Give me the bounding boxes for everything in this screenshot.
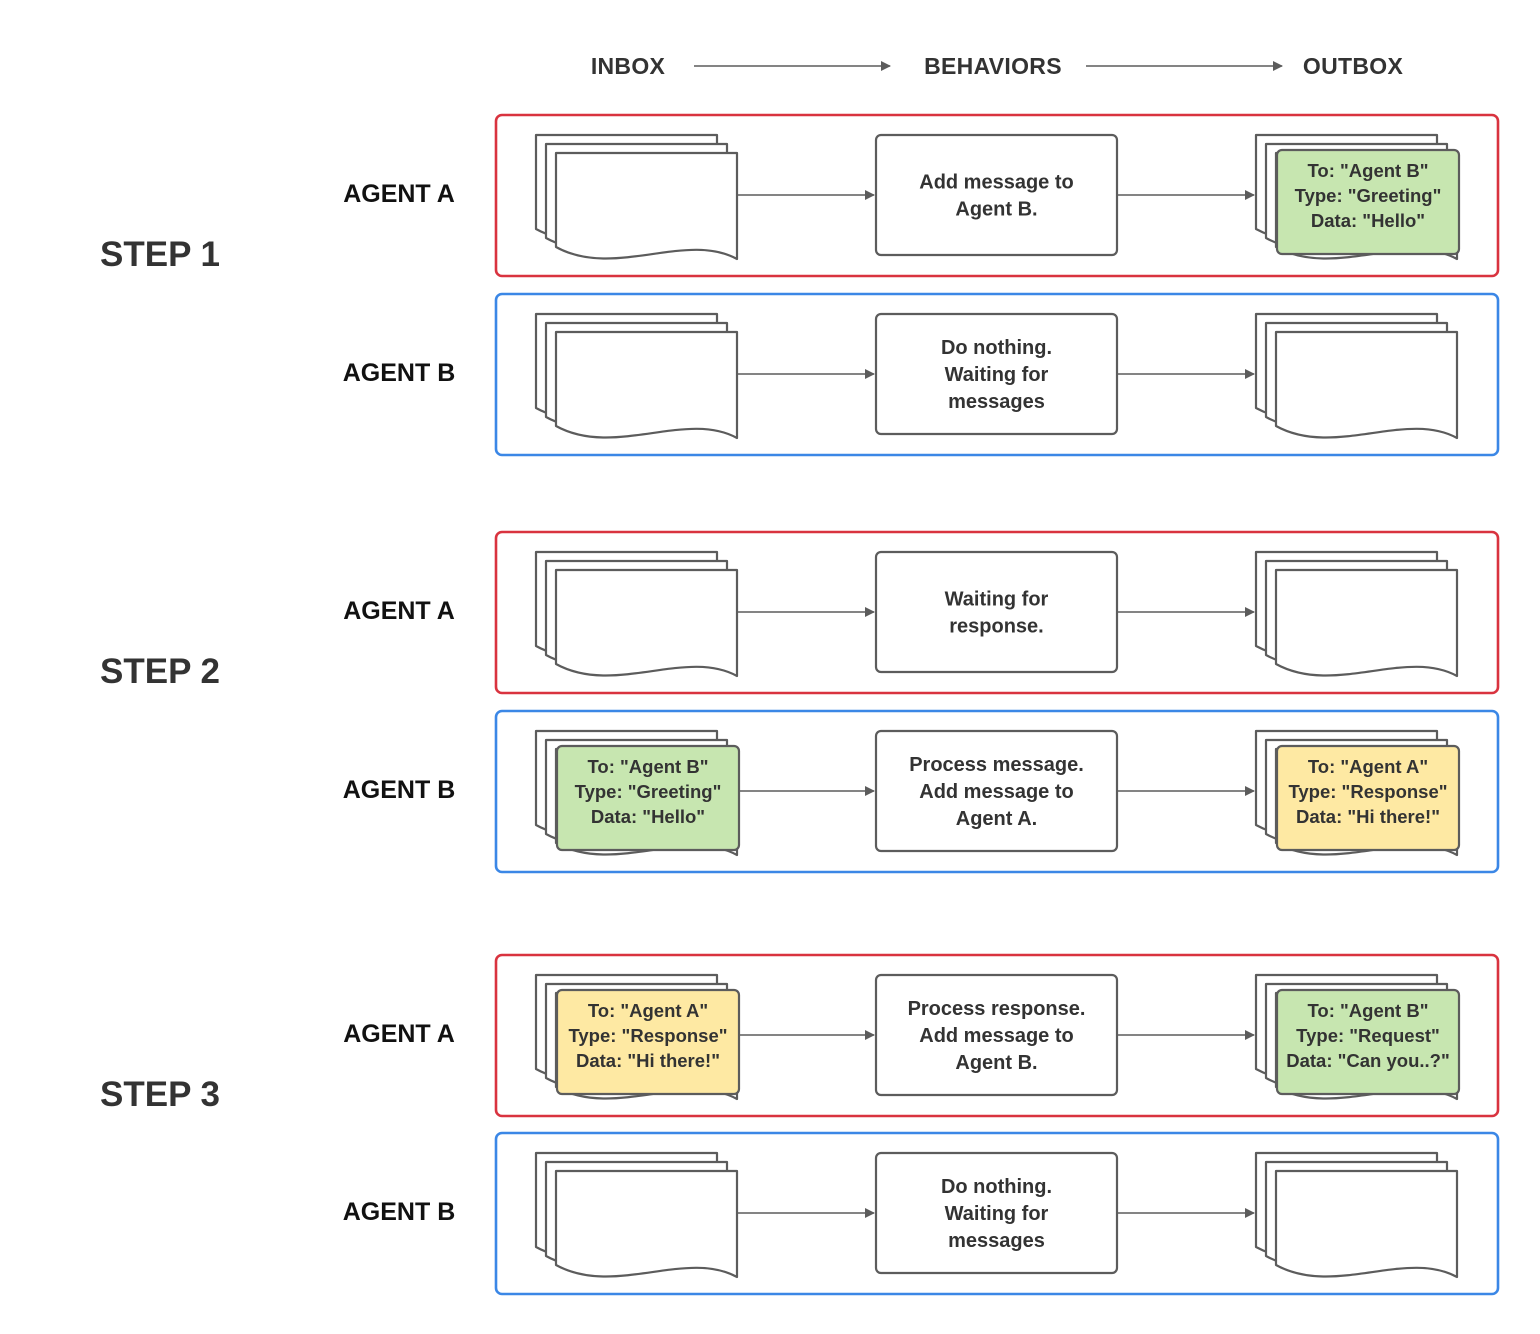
behavior-line: Process response.	[908, 998, 1086, 1020]
behavior-box	[874, 133, 1119, 257]
diagram-rows: STEP 1 AGENT A Add message to Agent B. To: "…	[100, 113, 1500, 1296]
message-line: Data: "Can you..?"	[1286, 1050, 1450, 1071]
outbox-header: OUTBOX	[1303, 53, 1404, 79]
message-line: Type: "Response"	[568, 1025, 727, 1046]
behavior-line: Process message.	[909, 754, 1084, 776]
inbox-stack: To: "Agent B" Type: "Greeting" Data: "Hell…	[534, 729, 741, 857]
inbox-stack: To: "Agent A" Type: "Response" Data: "Hi t…	[534, 973, 741, 1101]
outbox-stack-page	[1274, 568, 1459, 678]
agent-frame	[494, 1131, 1500, 1296]
agent-frame	[494, 953, 1500, 1118]
behavior-line: Do nothing.	[941, 337, 1052, 359]
behavior-line: messages	[948, 1230, 1045, 1252]
outbox-stack: To: "Agent B" Type: "Greeting" Data: "Hell…	[1254, 133, 1461, 261]
behavior-line: messages	[948, 391, 1045, 413]
inbox-stack	[534, 312, 739, 440]
agent-frame	[494, 292, 1500, 457]
behavior-box	[874, 550, 1119, 674]
behavior-line: Waiting for	[945, 364, 1049, 386]
message-card	[555, 744, 741, 852]
message-line: To: "Agent A"	[588, 1000, 708, 1021]
outbox-stack	[1254, 550, 1459, 678]
outbox-stack	[1254, 1151, 1459, 1279]
message-line: To: "Agent B"	[588, 756, 709, 777]
message-line: To: "Agent A"	[1308, 756, 1428, 777]
outbox-stack	[1254, 312, 1459, 440]
agent-frame	[494, 530, 1500, 695]
behaviors-header: BEHAVIORS	[924, 53, 1062, 79]
message-line: Data: "Hello"	[1311, 210, 1425, 231]
inbox-stack	[534, 550, 739, 678]
outbox-stack-page	[1274, 1169, 1459, 1279]
behavior-line: Waiting for	[945, 1203, 1049, 1225]
message-line: Data: "Hello"	[591, 806, 705, 827]
message-card	[1275, 744, 1461, 852]
message-line: Type: "Greeting"	[1295, 185, 1442, 206]
message-line: Type: "Response"	[1288, 781, 1447, 802]
behavior-line: Agent B.	[955, 199, 1037, 221]
message-line: To: "Agent B"	[1308, 160, 1429, 181]
agent-label: AGENT A	[343, 597, 455, 625]
agent-label: AGENT B	[343, 359, 456, 387]
agent-label: AGENT A	[343, 180, 455, 208]
agent-frame	[494, 709, 1500, 874]
inbox-stack-page	[554, 1169, 739, 1279]
inbox-stack-page	[554, 568, 739, 678]
message-line: To: "Agent B"	[1308, 1000, 1429, 1021]
agent-label: AGENT B	[343, 1198, 456, 1226]
message-line: Data: "Hi there!"	[576, 1050, 720, 1071]
behavior-line: Waiting for	[945, 589, 1049, 611]
behavior-line: Add message to	[919, 172, 1073, 194]
inbox-stack-page	[554, 151, 739, 261]
behavior-line: Add message to	[919, 781, 1073, 803]
behavior-line: response.	[949, 616, 1043, 638]
message-card	[1275, 148, 1461, 256]
outbox-stack-page	[1274, 330, 1459, 440]
agent-label: AGENT B	[343, 776, 456, 804]
outbox-stack: To: "Agent B" Type: "Request" Data: "Can y…	[1254, 973, 1461, 1101]
message-line: Type: "Request"	[1296, 1025, 1440, 1046]
inbox-stack	[534, 1151, 739, 1279]
step-label: STEP 1	[100, 235, 220, 274]
message-line: Data: "Hi there!"	[1296, 806, 1440, 827]
behavior-line: Agent B.	[955, 1052, 1037, 1074]
agent-frame	[494, 113, 1500, 278]
message-card	[555, 988, 741, 1096]
inbox-header: INBOX	[591, 53, 666, 79]
outbox-stack: To: "Agent A" Type: "Response" Data: "Hi t…	[1254, 729, 1461, 857]
behavior-line: Agent A.	[956, 808, 1037, 830]
inbox-stack	[534, 133, 739, 261]
message-line: Type: "Greeting"	[575, 781, 722, 802]
behavior-line: Add message to	[919, 1025, 1073, 1047]
message-card	[1275, 988, 1461, 1096]
inbox-stack-page	[554, 330, 739, 440]
step-label: STEP 2	[100, 652, 220, 691]
step-label: STEP 3	[100, 1075, 220, 1114]
behavior-line: Do nothing.	[941, 1176, 1052, 1198]
agent-label: AGENT A	[343, 1020, 455, 1048]
